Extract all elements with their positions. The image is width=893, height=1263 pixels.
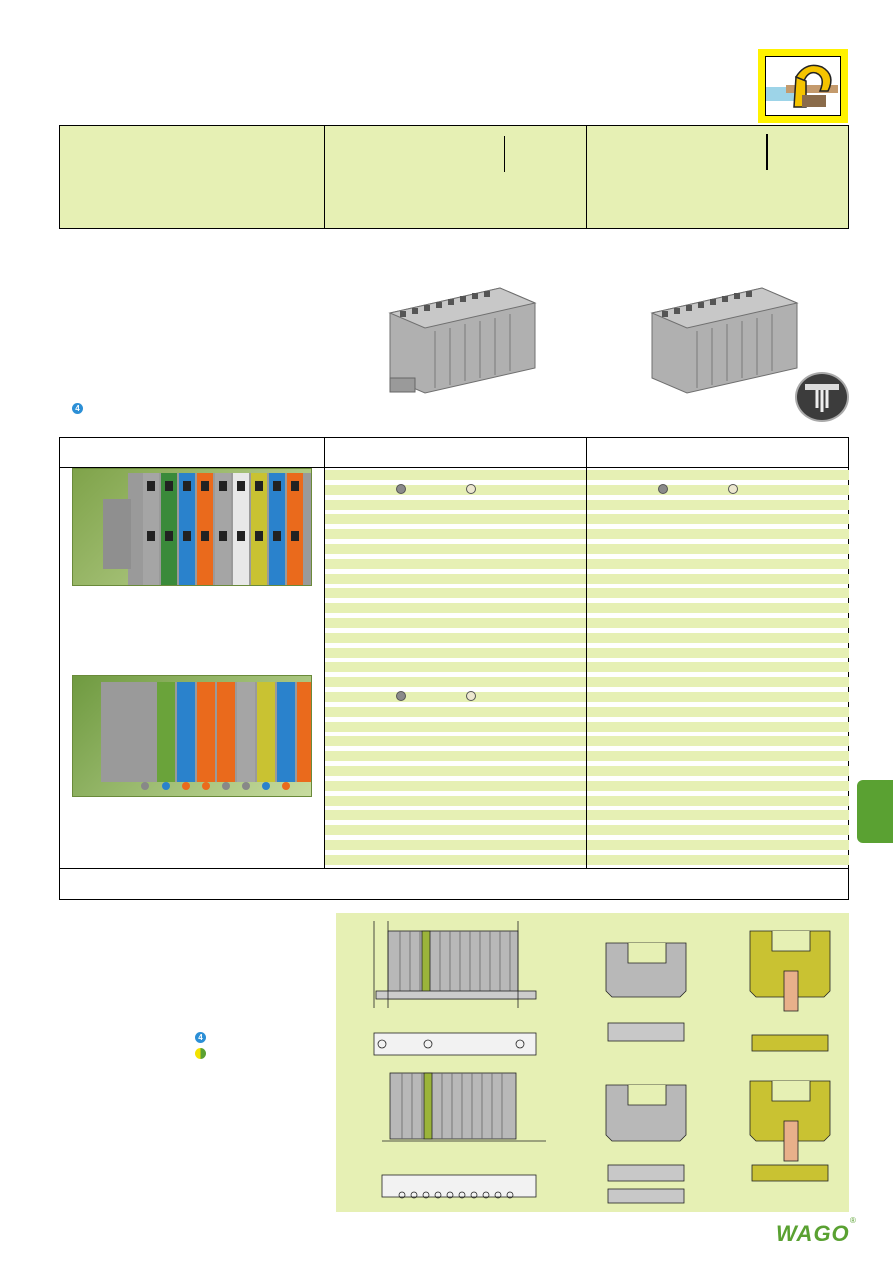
terminal-block-photo-2: [72, 675, 312, 797]
table-row-stripe: [325, 751, 586, 762]
table-row-stripe: [587, 484, 849, 495]
header-marker-line: [766, 134, 768, 170]
registered-mark: ®: [850, 1216, 856, 1225]
number-4-icon: 4: [195, 1032, 206, 1043]
table-row-stripe: [587, 470, 849, 480]
table-row-stripe: [587, 677, 849, 688]
table-row-stripe: [587, 751, 849, 762]
table-row-stripe: [587, 795, 849, 806]
table-row-stripe: [325, 854, 586, 865]
table-row-stripe: [325, 514, 586, 525]
table-row-stripe: [325, 632, 586, 643]
table-row-stripe: [325, 677, 586, 688]
table-row-stripe: [587, 544, 849, 554]
section-tab: [857, 780, 893, 843]
table-row-stripe: [325, 558, 586, 569]
header-table: [59, 125, 849, 229]
header-divider: [586, 126, 587, 228]
table-row-stripe: [587, 721, 849, 732]
table-row-stripe: [325, 470, 586, 480]
wago-logo: WAGO: [776, 1221, 850, 1246]
product-image-2: [642, 283, 800, 399]
table-row-stripe: [325, 484, 586, 495]
table-row-stripe: [325, 603, 586, 614]
gray-color-dot: [396, 691, 406, 701]
table-row-stripe: [325, 721, 586, 732]
table-row-stripe: [587, 692, 849, 702]
table-row-stripe: [325, 736, 586, 747]
cage-clamp-icon: [758, 49, 848, 123]
table-row-stripe: [325, 499, 586, 510]
table-row-stripe: [325, 706, 586, 717]
table-row-stripe: [325, 810, 586, 821]
table-row-stripe: [587, 632, 849, 643]
table-row-stripe: [325, 573, 586, 584]
beige-color-dot: [466, 484, 476, 494]
table-row-stripe: [587, 514, 849, 525]
table-row-stripe: [587, 558, 849, 569]
gray-color-dot: [658, 484, 668, 494]
table-row-stripe: [325, 780, 586, 791]
table-row-stripe: [325, 618, 586, 628]
table-row-stripe: [325, 692, 586, 702]
table-row-stripe: [587, 588, 849, 599]
table-row-stripe: [587, 706, 849, 717]
header-marker-line: [504, 136, 505, 172]
table-divider: [324, 438, 325, 868]
pin-detail-icon: [795, 372, 849, 422]
product-table: [59, 437, 849, 900]
table-row-stripe: [325, 795, 586, 806]
table-row-stripe: [325, 662, 586, 673]
table-row-stripe: [325, 588, 586, 599]
table-header-row: [60, 438, 848, 468]
table-row-stripe: [587, 603, 849, 614]
technical-drawings: [336, 913, 849, 1212]
table-row-stripe: [587, 529, 849, 540]
table-row-stripe: [587, 825, 849, 836]
table-row-stripe: [325, 840, 586, 850]
table-row-stripe: [587, 766, 849, 776]
table-row-stripe: [587, 499, 849, 510]
table-row-stripe: [325, 647, 586, 658]
table-row-stripe: [587, 810, 849, 821]
table-row-stripe: [587, 780, 849, 791]
table-row-stripe: [587, 618, 849, 628]
table-row-stripe: [587, 573, 849, 584]
table-row-stripe: [325, 529, 586, 540]
table-row-stripe: [325, 825, 586, 836]
table-row-stripe: [587, 854, 849, 865]
table-footer-divider: [60, 868, 848, 869]
terminal-block-photo-1: [72, 468, 312, 586]
table-row-stripe: [587, 662, 849, 673]
beige-color-dot: [466, 691, 476, 701]
gray-color-dot: [396, 484, 406, 494]
table-divider: [586, 438, 587, 868]
table-row-stripe: [325, 544, 586, 554]
table-row-stripe: [325, 766, 586, 776]
table-row-stripe: [587, 840, 849, 850]
ground-yellow-green-icon: [195, 1048, 206, 1059]
table-row-stripe: [587, 647, 849, 658]
table-row-stripe: [587, 736, 849, 747]
header-divider: [324, 126, 325, 228]
beige-color-dot: [728, 484, 738, 494]
product-image-1: [380, 283, 538, 399]
number-4-icon: 4: [72, 403, 83, 414]
